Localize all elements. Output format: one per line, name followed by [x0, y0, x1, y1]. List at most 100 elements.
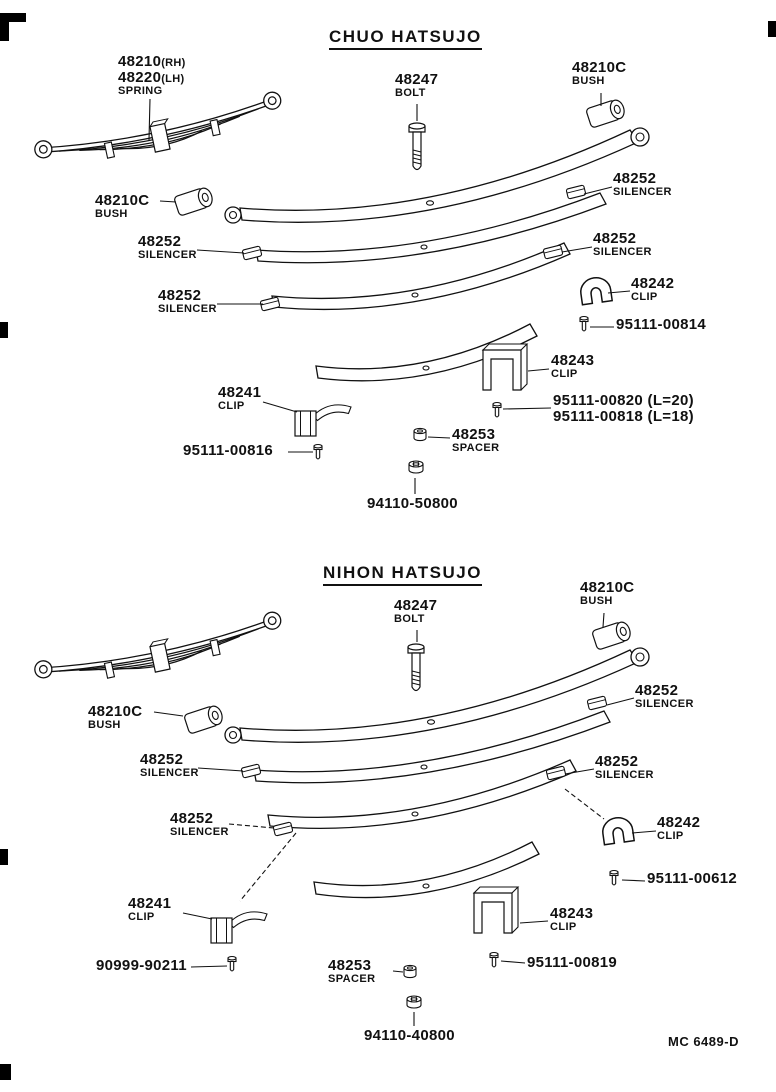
part-number: 48253 — [452, 426, 496, 443]
part-number: 48243 — [551, 352, 595, 369]
main-leaf — [224, 647, 650, 744]
part-number: 90999-90211 — [96, 957, 187, 974]
label-clip: 48241 CLIP — [128, 895, 172, 924]
second-leaf — [253, 710, 611, 784]
label-bolt: 48247 BOLT — [395, 71, 439, 100]
part-number: 94110-40800 — [364, 1027, 455, 1044]
part-desc: BUSH — [95, 208, 128, 221]
third-leaf — [267, 759, 577, 830]
clip-48243 — [473, 886, 519, 934]
part-desc: SPACER — [452, 442, 500, 455]
edge-mark — [768, 21, 776, 37]
center-bolt — [408, 122, 426, 171]
part-desc: SPACER — [328, 973, 376, 986]
section-title-nihon: NIHON HATSUJO — [323, 563, 482, 586]
bush — [173, 185, 216, 217]
part-number: 95111-00820 (L=20) — [553, 392, 694, 409]
edge-mark — [0, 322, 8, 338]
label-spacer: 48253 SPACER — [452, 426, 500, 455]
label-part-code: 94110-40800 — [364, 1027, 455, 1044]
part-number-text: 48220 — [118, 69, 162, 87]
small-bolt — [492, 401, 502, 418]
bush — [183, 703, 226, 735]
nut — [406, 995, 422, 1009]
part-number: 48247 — [395, 71, 439, 88]
label-bush: 48210C BUSH — [572, 59, 626, 88]
document-code: MC 6489-D — [668, 1034, 739, 1049]
part-number: 95111-00819 — [527, 954, 618, 971]
clip-48243 — [482, 343, 528, 391]
silencer-pad — [545, 765, 567, 781]
bottom-leaf-plate — [313, 841, 540, 899]
clip-48241 — [210, 911, 268, 944]
nut — [408, 460, 424, 474]
label-bush: 48210C BUSH — [580, 579, 635, 608]
rivet — [227, 955, 237, 972]
part-desc: BUSH — [88, 719, 121, 732]
small-bolt — [609, 869, 619, 886]
part-number: 48210(RH) — [118, 53, 186, 70]
silencer-pad — [586, 695, 608, 711]
part-number: 48252 — [158, 287, 202, 304]
leaf-spring-assembly — [32, 89, 287, 178]
part-desc: SILENCER — [613, 186, 672, 199]
label-spacer: 48253 SPACER — [328, 957, 376, 986]
part-desc: CLIP — [128, 911, 155, 924]
small-bolt — [489, 951, 499, 968]
leader-lines — [153, 612, 657, 1026]
edge-mark — [0, 1064, 11, 1080]
second-leaf — [255, 192, 607, 264]
main-leaf — [224, 127, 650, 224]
part-desc: CLIP — [218, 400, 245, 413]
label-silencer: 48252 SILENCER — [170, 810, 229, 839]
label-part-code: 95111-00816 — [183, 442, 273, 459]
label-clip: 48241 CLIP — [218, 384, 261, 413]
part-number: 48252 — [140, 751, 184, 768]
part-desc: SILENCER — [593, 246, 652, 259]
part-number-suffix: (LH) — [161, 73, 185, 86]
part-desc: SILENCER — [595, 769, 654, 782]
part-desc: CLIP — [550, 921, 577, 934]
part-number: 48247 — [394, 597, 438, 614]
label-silencer: 48252 SILENCER — [140, 751, 199, 780]
label-silencer: 48252 SILENCER — [158, 287, 217, 316]
part-number: 48252 — [138, 233, 182, 250]
part-number: 48252 — [595, 753, 639, 770]
part-number: 48252 — [613, 170, 657, 187]
label-bush: 48210C BUSH — [95, 192, 150, 221]
part-desc: SILENCER — [170, 826, 229, 839]
label-clip: 48243 CLIP — [551, 352, 595, 381]
part-desc: BOLT — [394, 613, 425, 626]
part-desc: BOLT — [395, 87, 426, 100]
part-desc: SPRING — [118, 85, 163, 98]
label-bush: 48210C BUSH — [88, 703, 142, 732]
part-number: 94110-50800 — [367, 495, 458, 512]
edge-mark — [0, 13, 9, 41]
label-part-code: 95111-00814 — [616, 316, 707, 333]
label-spring: 48210(RH) 48220(LH) SPRING — [118, 53, 186, 98]
label-part-code: 90999-90211 — [96, 957, 187, 974]
silencer-pad — [565, 184, 587, 200]
label-silencer: 48252 SILENCER — [595, 753, 654, 782]
part-number: 95111-00814 — [616, 316, 707, 333]
small-bolt — [313, 443, 323, 460]
edge-mark — [0, 13, 26, 22]
small-bolt — [579, 315, 589, 332]
part-number-text: 48210 — [118, 53, 162, 70]
nihon-diagram — [32, 609, 657, 1026]
part-number: 48241 — [128, 895, 172, 912]
label-silencer: 48252 SILENCER — [635, 682, 694, 711]
label-part-code: 95111-00819 — [527, 954, 618, 971]
part-number: 48253 — [328, 957, 372, 974]
part-number: 48210C — [95, 192, 150, 209]
part-number: 48242 — [631, 275, 675, 292]
label-silencer: 48252 SILENCER — [593, 230, 652, 259]
clip-48241 — [294, 404, 352, 437]
center-bolt — [407, 643, 425, 692]
part-number: 48210C — [580, 579, 635, 596]
part-desc: BUSH — [572, 75, 605, 88]
bush — [591, 619, 634, 651]
clip-48242 — [578, 275, 613, 306]
label-silencer: 48252 SILENCER — [138, 233, 197, 262]
part-desc: BUSH — [580, 595, 613, 608]
